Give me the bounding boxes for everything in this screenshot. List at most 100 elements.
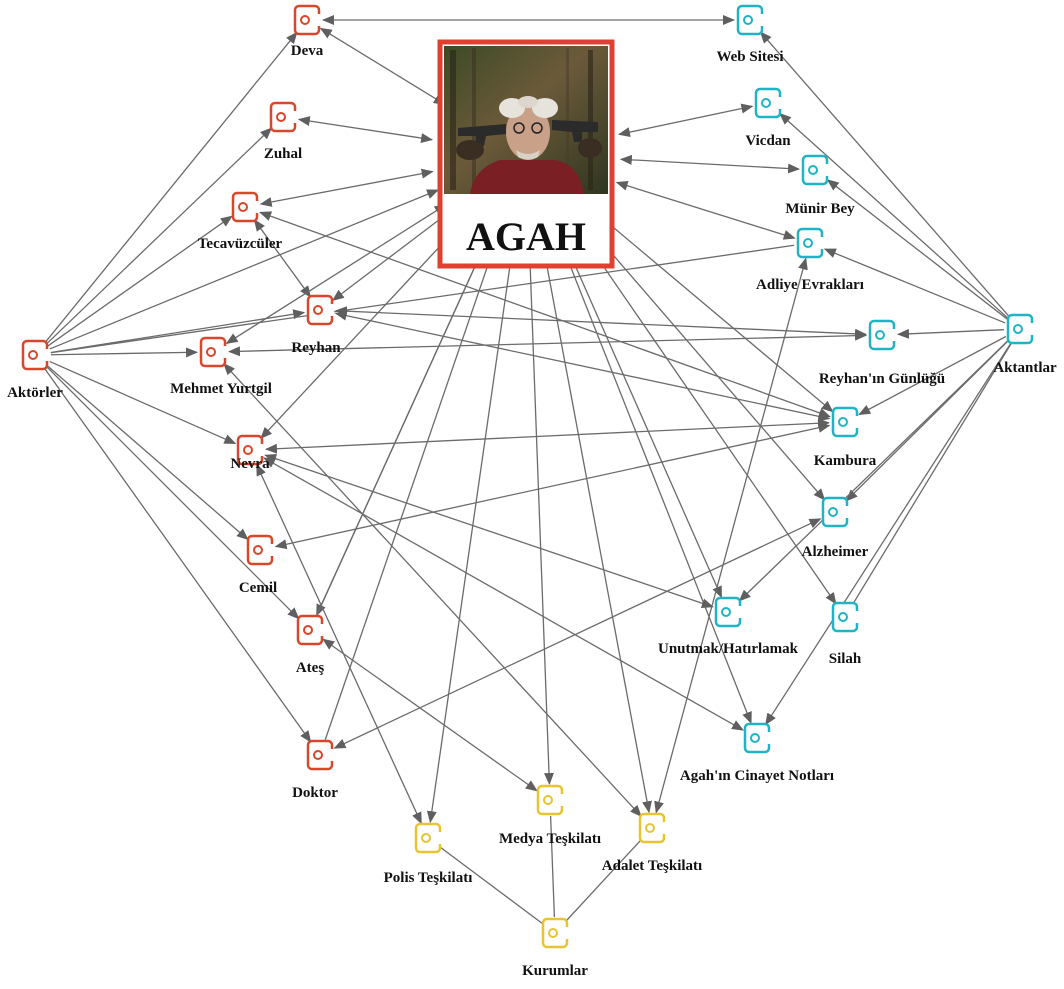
node-label: Aktantlar (993, 360, 1057, 376)
node-ates[interactable]: Ateş (296, 614, 324, 676)
edge-aktantlar-vicdan (779, 113, 1009, 319)
edge-aktantlar-munir (826, 179, 1008, 320)
actant-node-icon (743, 722, 771, 754)
node-label: Alzheimer (802, 544, 869, 560)
center-node: AGAH (437, 39, 615, 269)
node-label: Adalet Teşkilatı (602, 858, 702, 874)
node-label: Cemil (239, 580, 277, 596)
edge-aktantlar-websitesi (759, 31, 1010, 318)
node-mehmet[interactable]: Mehmet Yurtgil (170, 336, 272, 397)
edge-aktorler-deva (44, 31, 298, 343)
node-label: Nevra (230, 456, 270, 472)
node-label: Kambura (814, 453, 877, 469)
node-label: Ateş (296, 660, 324, 676)
edge-deva-center (319, 27, 446, 105)
institution-node-icon (414, 822, 442, 854)
node-adliye[interactable]: Adliye Evrakları (756, 227, 864, 293)
actant-node-icon (868, 319, 896, 351)
actant-node-icon (796, 227, 824, 259)
institution-node-icon (541, 917, 569, 949)
actant-node-icon (831, 406, 859, 438)
actor-node-icon (269, 101, 297, 133)
edge-center-medya (524, 247, 554, 786)
edge-nevra-center (260, 222, 462, 440)
node-label: Kurumlar (522, 963, 588, 979)
edge-aktorler-tecavuzculer (47, 215, 233, 347)
node-alzheimer[interactable]: Alzheimer (802, 496, 869, 560)
node-aktantlar[interactable]: Aktantlar (993, 313, 1057, 376)
node-label: Silah (829, 651, 862, 667)
edge-center-vicdan (617, 103, 754, 138)
actant-node-icon (714, 596, 742, 628)
node-label: Zuhal (264, 146, 302, 162)
node-label: Münir Bey (785, 201, 855, 217)
node-label: Tecavüzcüler (198, 236, 283, 252)
node-polis[interactable]: Polis Teşkilatı (384, 822, 473, 886)
center-label: AGAH (466, 214, 586, 259)
edge-aktorler-adliye (50, 244, 795, 354)
node-aktorler[interactable]: Aktörler (7, 339, 63, 401)
actant-node-icon (821, 496, 849, 528)
edge-tecavuzculer-reyhan (253, 219, 312, 298)
edge-nevra-unutmak (264, 453, 714, 609)
edge-reyhan-kambura (334, 310, 831, 422)
edge-aktantlar-kambura (858, 335, 1007, 416)
node-cemil[interactable]: Cemil (239, 534, 277, 596)
edge-tecavuzculer-center (259, 168, 434, 207)
node-gunluk[interactable]: Reyhan'ın Günlüğü (819, 319, 945, 387)
node-label: Medya Teşkilatı (499, 831, 601, 847)
institution-node-icon (638, 812, 666, 844)
node-label: Adliye Evrakları (756, 277, 864, 293)
actant-node-icon (754, 87, 782, 119)
actor-node-icon (21, 339, 49, 371)
actor-node-icon (306, 739, 334, 771)
node-notlar[interactable]: Agah'ın Cinayet Notları (680, 722, 834, 784)
edge-cemil-kambura (274, 422, 831, 550)
edge-aktorler-nevra (49, 360, 237, 445)
edges-layer (43, 15, 1013, 924)
node-label: Doktor (292, 785, 338, 801)
node-label: Reyhan (291, 340, 341, 356)
edge-aktantlar-adliye (823, 248, 1006, 324)
edge-reyhan-center (331, 210, 452, 301)
node-deva[interactable]: Deva (291, 4, 324, 59)
edge-center-adliye (615, 180, 796, 240)
edge-center-munir (619, 154, 801, 174)
old-man-with-guns-photo (444, 46, 608, 194)
node-reyhan[interactable]: Reyhan (291, 294, 341, 356)
node-zuhal[interactable]: Zuhal (264, 101, 302, 162)
node-tecavuzculer[interactable]: Tecavüzcüler (198, 191, 283, 252)
node-websitesi[interactable]: Web Sitesi (716, 4, 784, 65)
node-label: Web Sitesi (716, 49, 783, 65)
actant-node-icon (831, 601, 859, 633)
actor-node-icon (296, 614, 324, 646)
node-label: Reyhan'ın Günlüğü (819, 371, 945, 387)
node-doktor[interactable]: Doktor (292, 739, 338, 801)
node-label: Aktörler (7, 385, 63, 401)
node-vicdan[interactable]: Vicdan (745, 87, 791, 149)
node-label: Deva (291, 43, 324, 59)
edge-nevra-notlar (263, 457, 744, 731)
node-nevra[interactable]: Nevra (230, 434, 270, 472)
node-adalet[interactable]: Adalet Teşkilatı (602, 812, 702, 874)
edge-aktantlar-silah (852, 342, 1013, 604)
edge-aktantlar-notlar (765, 342, 1012, 726)
edge-aktorler-mehmet (50, 347, 199, 358)
edge-aktantlar-gunluk (896, 328, 1005, 339)
node-kambura[interactable]: Kambura (814, 406, 877, 469)
edge-kurumlar-polis (440, 847, 543, 924)
node-unutmak[interactable]: Unutmak/Hatırlamak (658, 596, 799, 657)
node-medya[interactable]: Medya Teşkilatı (499, 784, 601, 847)
edge-center-unutmak (563, 240, 723, 599)
node-kurumlar[interactable]: Kurumlar (522, 917, 588, 979)
node-silah[interactable]: Silah (829, 601, 862, 667)
actor-node-icon (246, 534, 274, 566)
node-munir[interactable]: Münir Bey (785, 154, 855, 217)
actor-node-icon (199, 336, 227, 368)
actant-node-icon (736, 4, 764, 36)
node-label: Vicdan (745, 133, 791, 149)
actor-node-icon (236, 434, 264, 466)
edge-kurumlar-adalet (565, 839, 642, 922)
node-label: Agah'ın Cinayet Notları (680, 768, 834, 784)
